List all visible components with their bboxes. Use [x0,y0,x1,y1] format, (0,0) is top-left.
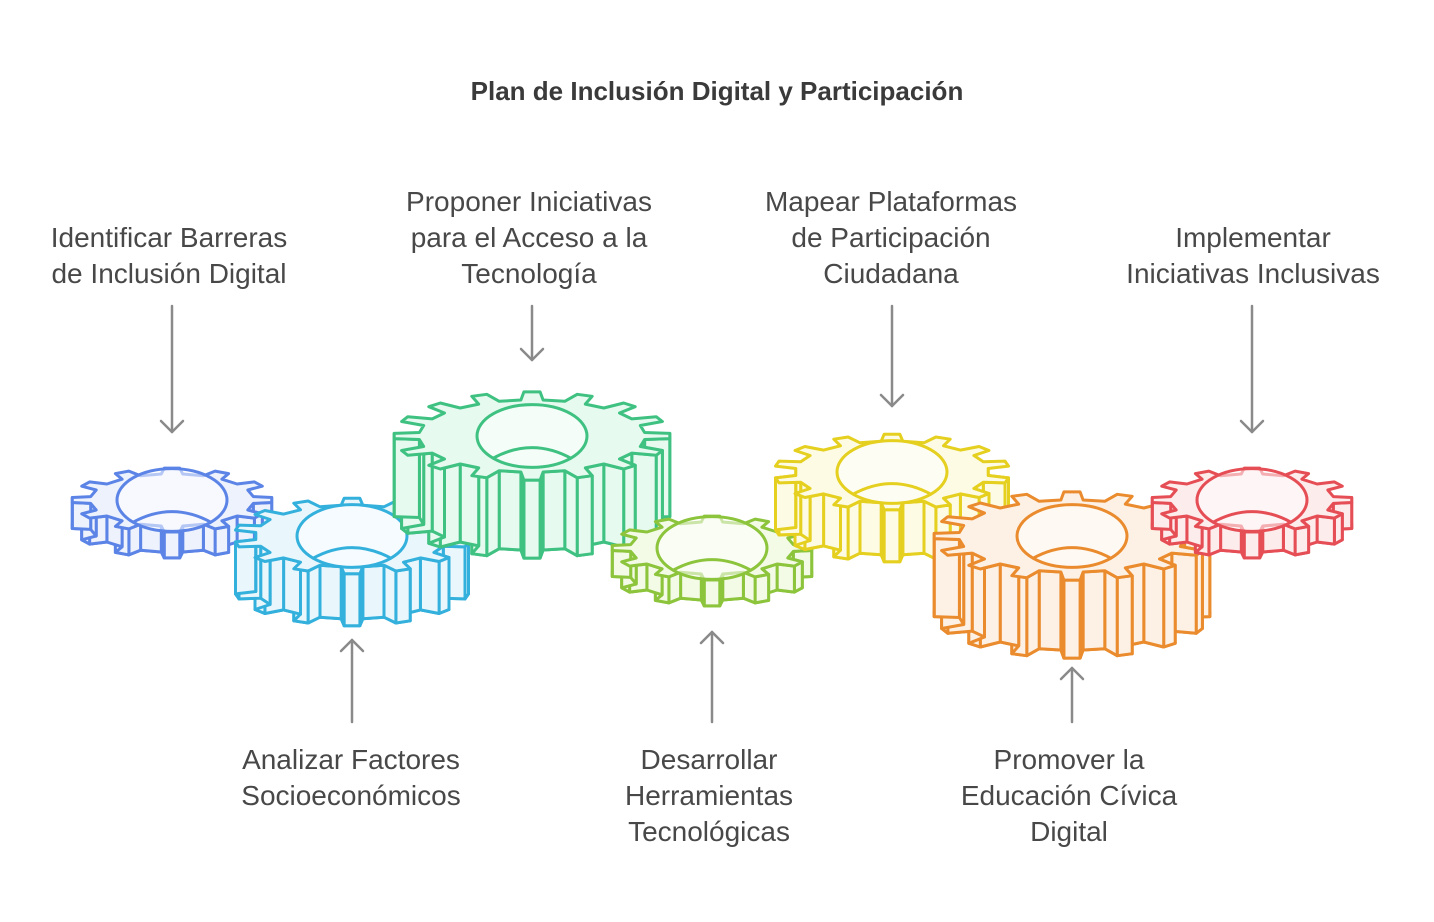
gear-side-wall [846,499,862,561]
arrow-7-icon [1239,304,1265,434]
gear-hole-rim [1031,546,1113,560]
label-line: para el Acceso a la [410,222,648,253]
step-label-proponer: Proponer Iniciativas para el Acceso a la… [379,184,679,292]
arrow-head [1059,666,1085,681]
step-label-promover: Promover la Educación Cívica Digital [919,742,1219,850]
arrow-head [879,393,905,408]
gear-side-wall [394,567,412,625]
arrow-4-icon [699,630,725,724]
gear-hole-rim [671,558,753,572]
step-label-mapear: Mapear Plataformas de Participación Ciud… [741,184,1041,292]
gear-hole-rim [1211,510,1293,524]
gear-2-icon [234,496,470,628]
gear-side-wall [753,572,771,605]
step-label-analizar: Analizar Factores Socioeconómicos [201,742,501,814]
gear-hole-rim [491,446,573,460]
gear-side-wall [541,469,567,552]
label-line: Educación Cívica [960,780,1178,811]
label-line: Ciudadana [823,258,959,289]
label-line: Tecnológicas [628,816,790,847]
gear-side-wall [858,499,883,557]
gear-side-wall [418,556,441,615]
arrow-3-icon [519,304,545,362]
gear-hole-rim [851,482,933,496]
gear-side-wall [575,474,594,558]
label-line: Analizar Factores [242,744,460,775]
gear-side-wall [162,530,182,560]
step-label-desarrollar: Desarrollar Herramientas Tecnológicas [559,742,859,850]
label-line: Iniciativas Inclusivas [1126,258,1380,289]
gear-side-wall [1062,578,1082,660]
label-line: Socioeconómicos [241,780,461,811]
label-line: Desarrollar [640,744,778,775]
label-line: Identificar Barreras [50,222,288,253]
gear-side-wall [306,563,322,625]
gear-side-wall [1142,562,1166,649]
label-line: de Participación [791,222,991,253]
label-line: Implementar [1175,222,1331,253]
gear-side-wall [497,469,523,552]
arrow-head [339,638,365,653]
step-label-identificar: Identificar Barreras de Inclusión Digita… [19,220,319,292]
arrow-head [699,630,725,645]
gear-side-wall [485,469,501,558]
gear-side-wall [522,478,542,560]
gear-side-wall [318,563,343,621]
gear-side-wall [1081,569,1107,652]
label-line: Herramientas [624,780,794,811]
gear-side-wall [361,563,386,621]
arrow-5-icon [879,304,905,408]
arrow-6-icon [1059,666,1085,724]
arrow-head [519,347,545,362]
gear-side-wall [1103,569,1119,658]
gear-side-wall [342,572,362,628]
gear-hole-rim [131,510,213,524]
step-label-implementar: Implementar Iniciativas Inclusivas [1103,220,1403,292]
gear-side-wall [1315,514,1336,546]
label-line: de Inclusión Digital [51,258,287,289]
arrow-head [159,419,185,434]
gear-side-wall [1242,530,1262,560]
gear-side-wall [1162,563,1177,649]
label-line: Digital [1030,816,1108,847]
gear-side-wall [702,578,722,608]
gear-side-wall [882,508,902,564]
gear-7-icon [1150,466,1354,560]
gear-side-wall [901,499,926,557]
diagram-title: Plan de Inclusión Digital y Participació… [470,76,964,106]
gear-side-wall [1037,569,1063,652]
gear-side-wall [563,469,579,558]
gear-hole-rim [311,546,393,560]
gear-side-wall [382,563,398,625]
gear-side-wall [1115,574,1134,658]
gear-4-icon [610,514,814,608]
gear-side-wall [1293,524,1311,557]
arrow-head [1239,419,1265,434]
label-line: Promover la [993,744,1145,775]
gear-side-wall [775,562,796,594]
label-line: Tecnología [461,258,597,289]
label-line: Mapear Plataformas [764,186,1018,217]
gear-side-wall [1025,569,1041,658]
gear-side-wall [213,524,231,557]
arrow-1-icon [159,304,185,434]
label-line: Proponer Iniciativas [406,186,652,217]
arrow-2-icon [339,638,365,724]
